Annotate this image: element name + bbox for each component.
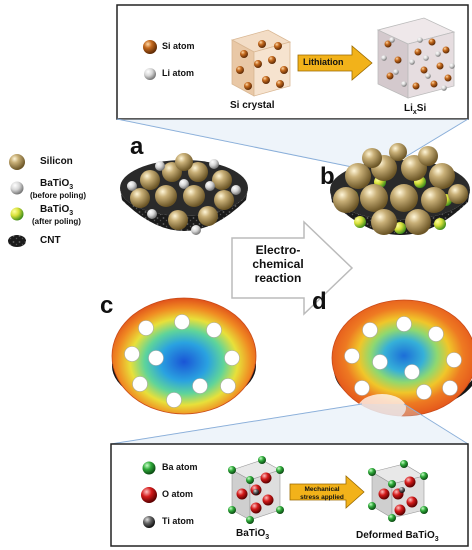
panel-label-b: b (320, 163, 335, 190)
lithiation-arrow-label: Lithiation (303, 57, 344, 67)
zoom-highlight (111, 404, 468, 444)
batio3-cell-label: BaTiO3 (236, 528, 270, 541)
li-atom-legend-icon (144, 68, 156, 80)
batio3-after-legend-label: BaTiO3 (40, 204, 74, 217)
panel-d-stress-map (331, 299, 472, 417)
panel-c-stress-map (111, 297, 257, 415)
electrochemical-reaction-arrow (231, 220, 354, 316)
lixsi-label: LixSi (404, 103, 427, 116)
o-atom-label: O atom (162, 489, 194, 499)
panel-label-a: a (130, 133, 144, 160)
ba-atom-label: Ba atom (162, 462, 198, 472)
cnt-legend-icon (8, 235, 26, 247)
si-atom-label: Si atom (162, 41, 195, 51)
deformed-batio3-label: Deformed BaTiO3 (356, 530, 439, 543)
deformed-batio3-unit-cell (368, 460, 428, 522)
batio3-before-legend-label: BaTiO3 (40, 178, 74, 191)
mechanical-stress-label: Mechanical stress applied (300, 486, 344, 501)
silicon-legend-icon (9, 154, 25, 170)
lixsi-cube (376, 17, 456, 99)
lithiation-arrow (297, 45, 373, 81)
zoom-connector-line (110, 403, 363, 445)
batio3-before-note: (before poling) (30, 191, 86, 200)
si-crystal-cube (230, 29, 292, 97)
o-atom-legend-icon (141, 487, 157, 503)
electrochemical-reaction-label: Electro- chemical reaction (252, 243, 304, 285)
silicon-legend-label: Silicon (40, 156, 73, 167)
panel-b-composite (330, 143, 470, 235)
panel-label-d: d (312, 288, 327, 315)
li-atom-label: Li atom (162, 68, 195, 78)
ti-atom-label: Ti atom (162, 516, 194, 526)
batio3-after-legend-icon (10, 207, 24, 221)
batio3-unit-cell (228, 456, 284, 524)
magnifier-lens (358, 394, 406, 422)
zoom-connector-line (116, 118, 373, 172)
batio3-before-legend-icon (10, 181, 24, 195)
si-atom-legend-icon (143, 40, 157, 54)
ti-atom-legend-icon (143, 516, 155, 528)
si-crystal-label: Si crystal (230, 100, 275, 111)
cnt-legend-label: CNT (40, 235, 61, 246)
panel-label-c: c (100, 292, 114, 319)
ba-atom-legend-icon (142, 461, 156, 475)
batio3-after-note: (after poling) (32, 217, 81, 226)
zoom-connector-line (403, 403, 469, 445)
mechanical-stress-arrow (289, 475, 365, 509)
panel-a-composite (120, 153, 248, 235)
